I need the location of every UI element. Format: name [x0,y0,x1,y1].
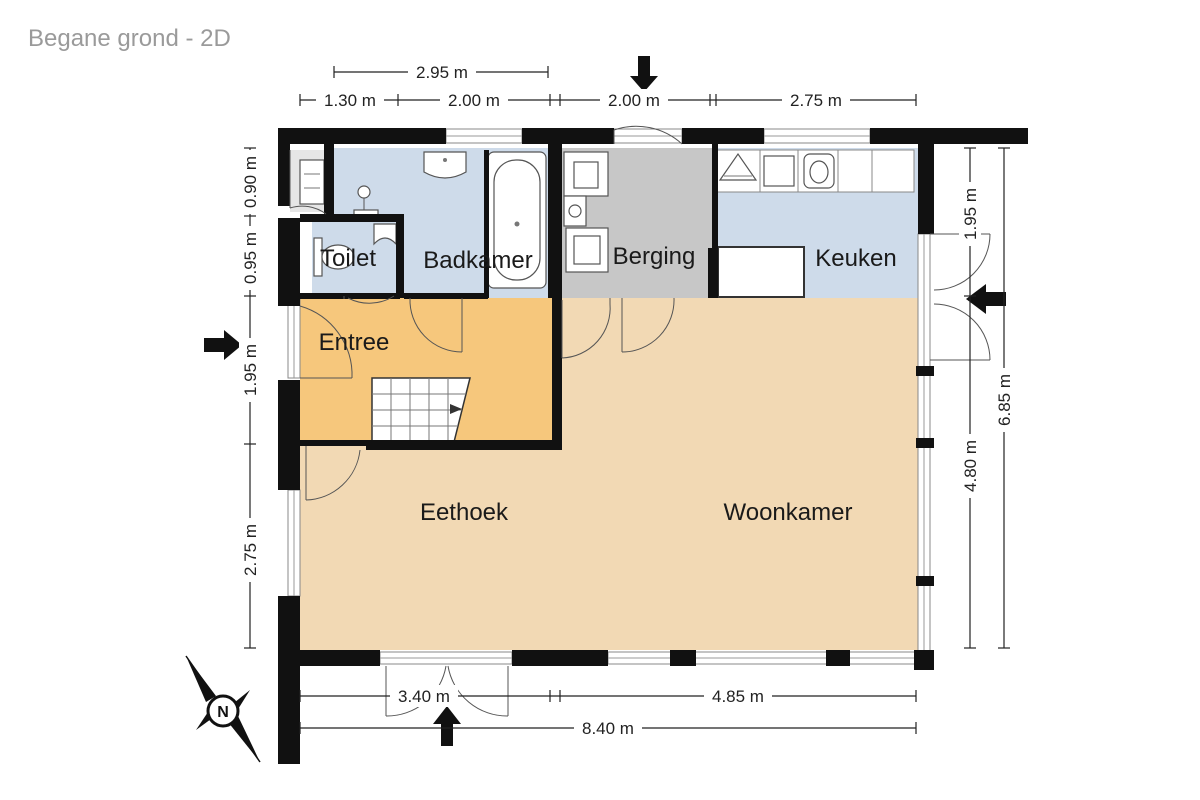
room-labels: Toilet Badkamer Berging Keuken Entree Ee… [319,243,897,526]
room-label-entree: Entree [319,329,390,356]
entrance-arrow-right-icon [966,284,1006,314]
compass-needle-icon [186,656,216,702]
dim-right-480: 4.80 m [961,440,980,492]
room-label-berging: Berging [613,243,696,270]
berging-door [561,303,611,359]
page-title: Begane grond - 2D [28,25,231,52]
dim-bottom-340: 3.40 m [398,687,450,706]
dishwasher-icon [763,155,795,187]
dim-bottom-485: 4.85 m [712,687,764,706]
dim-top-200a: 2.00 m [448,91,500,110]
kitchen-island [717,246,805,298]
patio-door [933,233,991,291]
room-label-badkamer: Badkamer [423,247,532,274]
meter-cupboard-icon [299,159,325,205]
room-label-toilet: Toilet [320,245,376,272]
dim-right-195: 1.95 m [961,188,980,240]
dim-left-090: 0.90 m [241,156,260,208]
toilet-icon [321,244,355,270]
room-label-eethoek: Eethoek [420,499,509,526]
dim-left-195: 1.95 m [241,344,260,396]
badkamer-door [409,297,463,353]
bottom-door [447,665,509,717]
entrance-arrow-left-icon [204,330,242,360]
hand-basin-icon [373,223,397,246]
dim-top-295: 2.95 m [416,63,468,82]
door-top [613,125,683,145]
eethoek-door [305,449,361,501]
entrance-arrows [204,56,1006,746]
shower-icon [357,185,371,199]
room-label-woonkamer: Woonkamer [724,499,853,526]
fixtures [299,149,915,298]
toilet-door [347,295,395,304]
dim-top-200b: 2.00 m [608,91,660,110]
walls [278,128,1028,764]
stair-arrow-icon [450,404,462,414]
dim-top-275: 2.75 m [790,91,842,110]
entree-door [299,305,353,379]
dim-top-130: 1.30 m [324,91,376,110]
compass: N [185,655,261,763]
dim-left-095: 0.95 m [241,232,260,284]
dim-right-685: 6.85 m [995,374,1014,426]
dimension-labels: 2.95 m 1.30 m 2.00 m 2.00 m 2.75 m 0.90 … [239,61,1015,739]
dim-left-275: 2.75 m [241,524,260,576]
room-label-keuken: Keuken [815,245,896,272]
extractor-hood-icon [718,152,758,181]
sink-icon [423,151,467,179]
doors [289,125,991,717]
keuken-door [621,297,675,353]
compass-letter: N [217,704,229,721]
patio-door [933,303,991,361]
stairs [371,377,471,443]
entrance-arrow-bottom-icon [433,706,461,746]
entrance-arrow-top-icon [630,56,658,92]
dim-bottom-840: 8.40 m [582,719,634,738]
